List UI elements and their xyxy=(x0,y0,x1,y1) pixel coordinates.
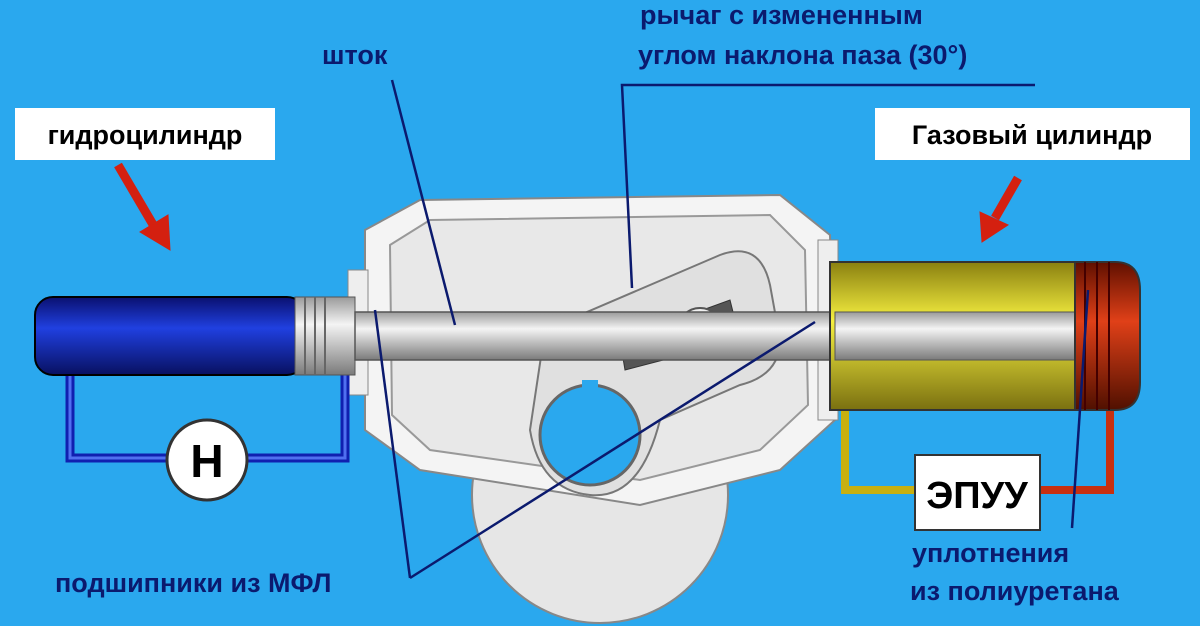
leader-lines xyxy=(373,79,1090,580)
lever-shaft-hole xyxy=(538,383,642,487)
pump-circle xyxy=(165,418,249,502)
epuu-box xyxy=(914,454,1041,531)
seals-label-line1: уплотнения xyxy=(912,538,1069,568)
gas-cylinder-label-box xyxy=(875,108,1190,160)
pump-label: Н xyxy=(190,435,223,487)
arrow-icon xyxy=(114,162,1022,251)
rod-label: шток xyxy=(322,40,388,70)
rod xyxy=(354,311,836,361)
lever-label-line2: углом наклона паза (30°) xyxy=(638,40,967,70)
seals-label-line2: из полиуретана xyxy=(910,576,1120,606)
epuu-label: ЭПУУ xyxy=(926,475,1028,517)
hydraulic-cylinder xyxy=(34,296,306,376)
gas-line xyxy=(841,408,918,494)
hydraulic-cylinder-label-box xyxy=(15,108,275,160)
polyurethane-seal xyxy=(1074,261,1141,411)
seal-line xyxy=(1040,408,1114,494)
lever-label-line1: рычаг с измененным xyxy=(640,0,923,30)
gas-cylinder-label: Газовый цилиндр xyxy=(912,120,1152,150)
hydraulic-cylinder-label: гидроцилиндр xyxy=(48,120,243,150)
bearings-label: подшипники из МФЛ xyxy=(55,568,332,598)
